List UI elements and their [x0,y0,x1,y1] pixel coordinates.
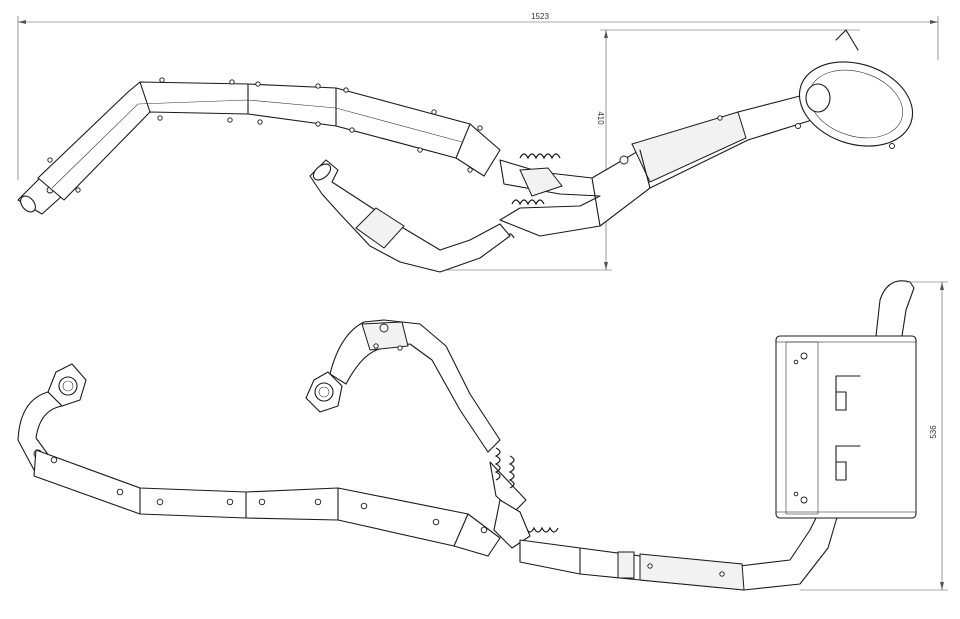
top-view: 1523 410 [17,12,939,273]
top-muffler [795,29,914,149]
dimension-muffler-height-label: 536 [929,425,938,439]
left-flange [47,363,87,407]
top-heat-shield-pipe [37,77,501,201]
dimension-height-label: 410 [596,111,605,125]
dimension-width: 1523 [17,12,939,180]
side-muffler [775,280,917,519]
right-flange [305,319,501,453]
bottom-joining-pipe [519,509,839,591]
dimension-height: 410 [430,29,860,271]
top-front-downpipe [309,159,511,273]
dimension-width-label: 1523 [531,12,549,21]
bottom-heat-shield-pipe [33,449,501,557]
bottom-view: 536 [17,280,948,591]
dimension-muffler-height: 536 [800,281,948,591]
bottom-springs [489,447,559,549]
top-y-pipe [499,95,813,237]
